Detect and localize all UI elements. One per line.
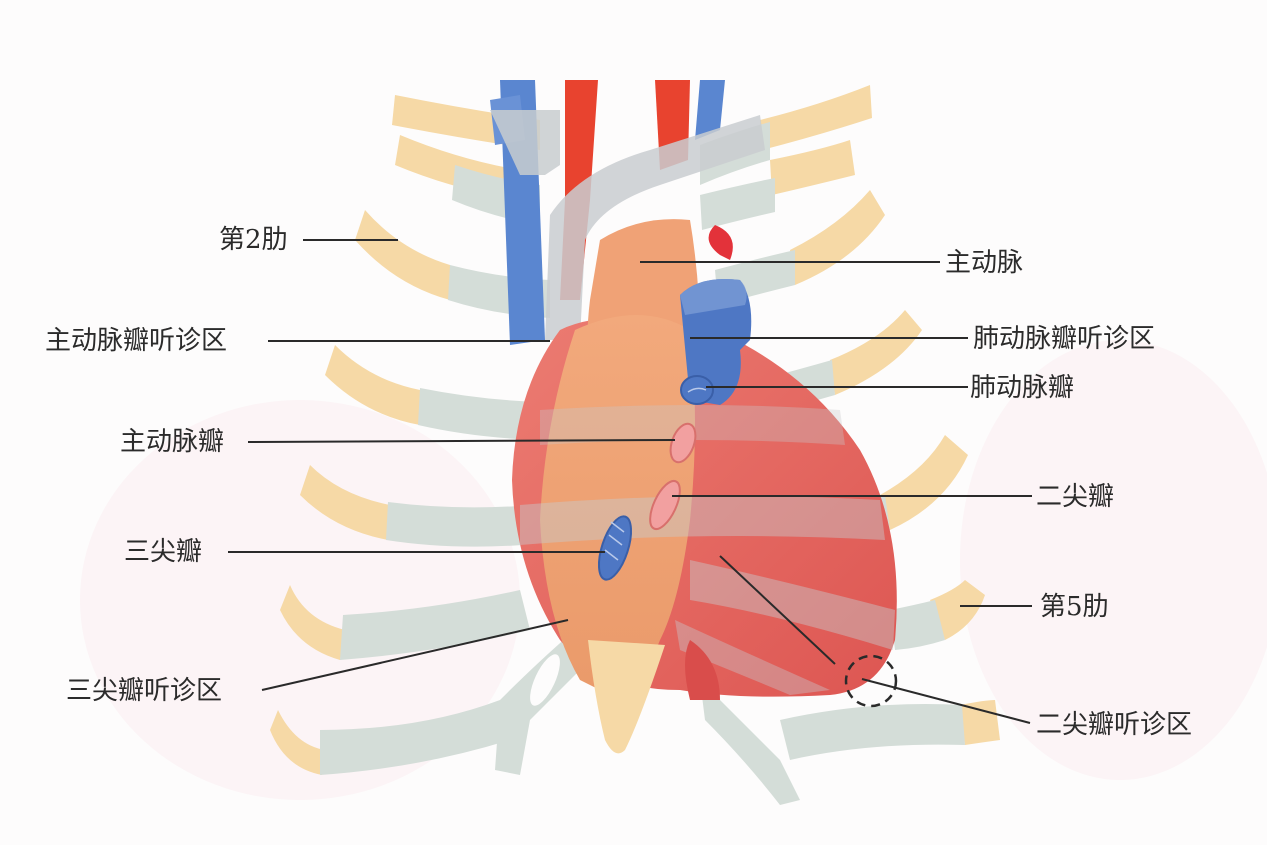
ribs-left: [270, 95, 600, 775]
brachiocephalic-vein-left: [490, 110, 560, 175]
label-rib-5: 第5肋: [1040, 592, 1109, 622]
label-aorta: 主动脉: [945, 248, 1024, 278]
pulmonary-valve-shape: [680, 375, 714, 405]
label-aortic-valve: 主动脉瓣: [120, 427, 225, 457]
label-mitral-valve: 二尖瓣: [1036, 482, 1115, 512]
heart: [512, 219, 897, 700]
label-pulmonary-auscultation-area: 肺动脉瓣听诊区: [973, 324, 1156, 354]
label-pulmonary-valve: 肺动脉瓣: [970, 373, 1075, 403]
label-tricuspid-auscultation-area: 三尖瓣听诊区: [66, 676, 223, 706]
label-tricuspid-valve: 三尖瓣: [124, 537, 203, 567]
label-rib-2: 第2肋: [219, 225, 288, 255]
label-mitral-auscultation-area: 二尖瓣听诊区: [1036, 710, 1193, 740]
label-aortic-auscultation-area: 主动脉瓣听诊区: [45, 326, 228, 356]
leader-lines: [228, 239, 1032, 724]
brachiocephalic-vein-right: [545, 115, 765, 340]
mitral-valve-shape: [649, 479, 681, 531]
background-wash: [80, 400, 520, 800]
xiphoid-process: [588, 640, 665, 754]
mitral-auscultation-circle: [844, 654, 898, 708]
